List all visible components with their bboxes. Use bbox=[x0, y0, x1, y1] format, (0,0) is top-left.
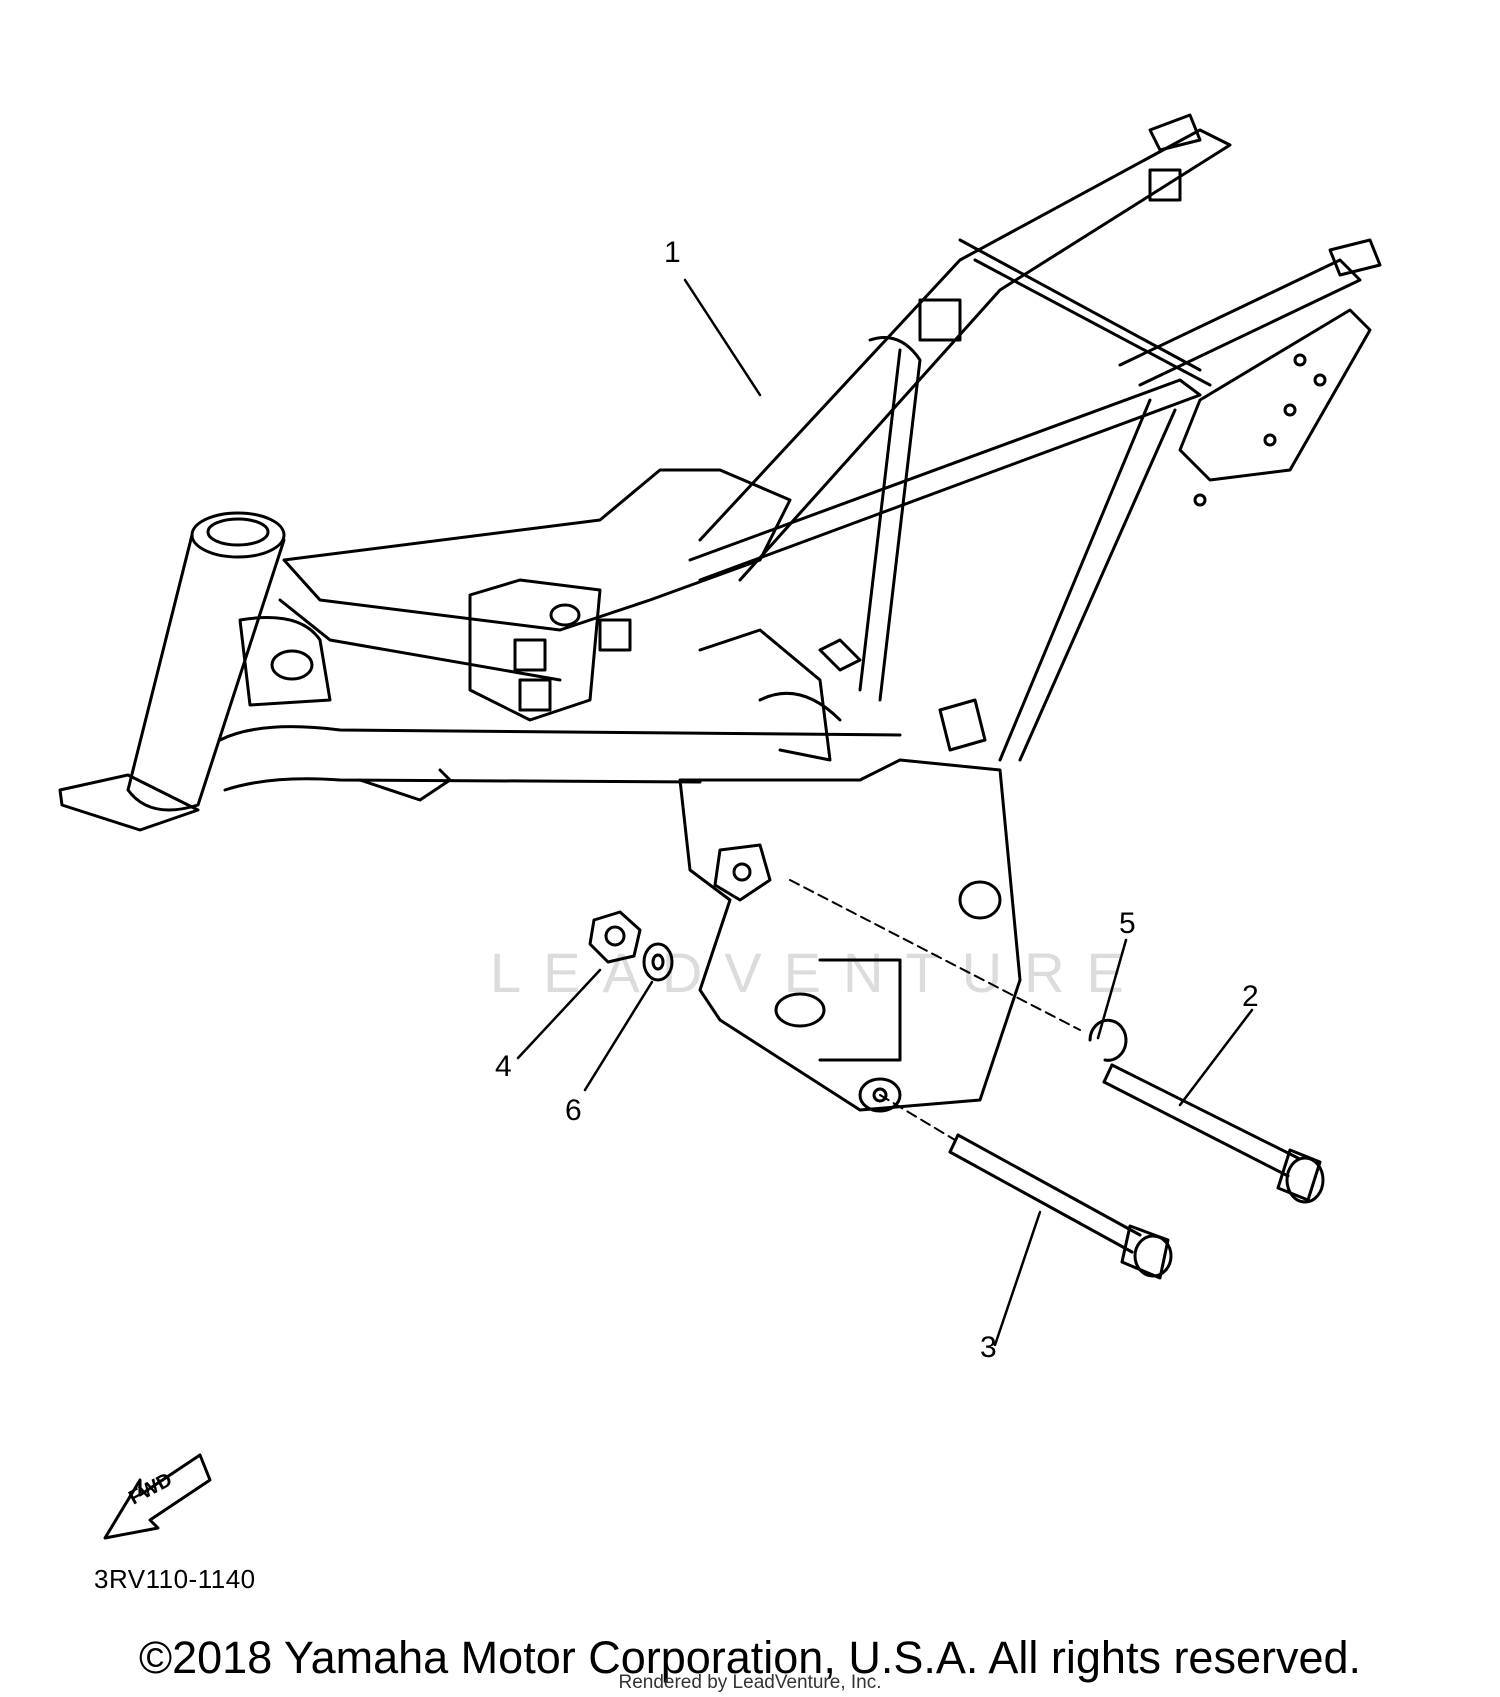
bolt-3 bbox=[948, 1133, 1173, 1280]
callout-5: 5 bbox=[1119, 907, 1136, 940]
main-frame bbox=[58, 113, 1382, 1113]
circlip-5 bbox=[1088, 1018, 1128, 1062]
callout-2: 2 bbox=[1242, 980, 1259, 1013]
callout-3: 3 bbox=[980, 1331, 997, 1364]
fwd-arrow-icon bbox=[103, 1453, 212, 1540]
nut-4 bbox=[588, 910, 642, 964]
center-lines bbox=[789, 879, 1081, 1141]
bolt-2 bbox=[1102, 1063, 1325, 1204]
washer-6 bbox=[642, 942, 674, 982]
part-code: 3RV110-1140 bbox=[94, 1564, 256, 1594]
callout-4: 4 bbox=[495, 1050, 512, 1083]
callout-1: 1 bbox=[664, 236, 681, 269]
rendered-by-notice: Rendered by LeadVenture, Inc. bbox=[618, 1672, 882, 1693]
leader-lines bbox=[516, 278, 1254, 1347]
copyright-notice: ©2018 Yamaha Motor Corporation, U.S.A. A… bbox=[138, 1632, 1362, 1683]
callout-6: 6 bbox=[565, 1094, 582, 1127]
